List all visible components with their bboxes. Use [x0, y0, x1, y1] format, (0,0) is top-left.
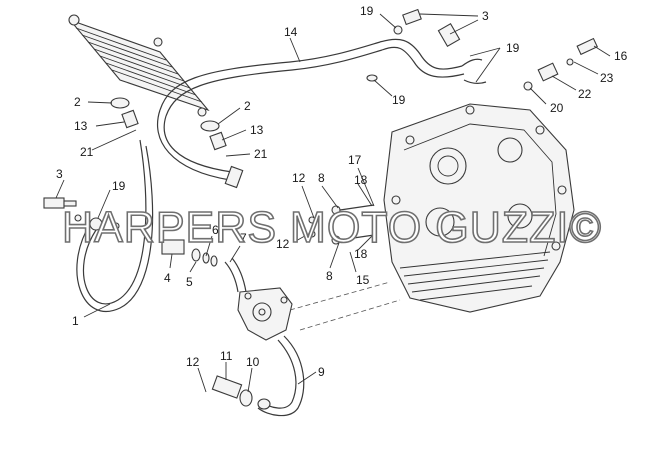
callout-5: 5: [186, 275, 193, 289]
callout-23: 23: [600, 71, 614, 85]
callout-12-top: 12: [292, 171, 306, 185]
leader-lines: [55, 13, 611, 393]
callout-13-left: 13: [74, 119, 88, 133]
oil-radiator: [68, 14, 210, 117]
callout-1: 1: [72, 314, 79, 328]
callout-19-right: 19: [506, 41, 520, 55]
callout-6: 6: [212, 223, 219, 237]
callout-8-top: 8: [318, 171, 325, 185]
callout-12-bottom: 12: [186, 355, 200, 369]
callout-12-middle: 12: [276, 237, 290, 251]
callout-9: 9: [318, 365, 325, 379]
callout-11: 11: [220, 349, 233, 363]
callout-8-bottom: 8: [326, 269, 333, 283]
callout-13-right: 13: [250, 123, 264, 137]
callout-18-top: 18: [354, 173, 368, 187]
callout-3-top: 3: [482, 9, 489, 23]
callout-21-right: 21: [254, 147, 268, 161]
callout-15: 15: [356, 273, 370, 287]
callout-21-left: 21: [80, 145, 94, 159]
callout-labels: 1 2 2 3 3 4 5 6 7 8 8 9 10 11 12 12 12 1…: [56, 4, 628, 379]
callout-3-left: 3: [56, 167, 63, 181]
callout-20: 20: [550, 101, 564, 115]
callout-17: 17: [348, 153, 362, 167]
oil-hoses: [76, 38, 465, 417]
callout-19-lower: 19: [392, 93, 406, 107]
oil-pump: [211, 287, 293, 410]
callout-19-top: 19: [360, 4, 374, 18]
watermark-text: HARPERS MOTO GUZZI©: [62, 203, 602, 252]
callout-2-right: 2: [244, 99, 251, 113]
callout-7: 7: [240, 231, 247, 245]
callout-18-bottom: 18: [354, 247, 368, 261]
callout-14: 14: [284, 25, 298, 39]
callout-10: 10: [246, 355, 260, 369]
callout-2-left: 2: [74, 95, 81, 109]
callout-16: 16: [614, 49, 628, 63]
callout-4: 4: [164, 271, 171, 285]
callout-22: 22: [578, 87, 592, 101]
callout-19-left: 19: [112, 179, 126, 193]
engine-crankcase: [383, 103, 575, 313]
